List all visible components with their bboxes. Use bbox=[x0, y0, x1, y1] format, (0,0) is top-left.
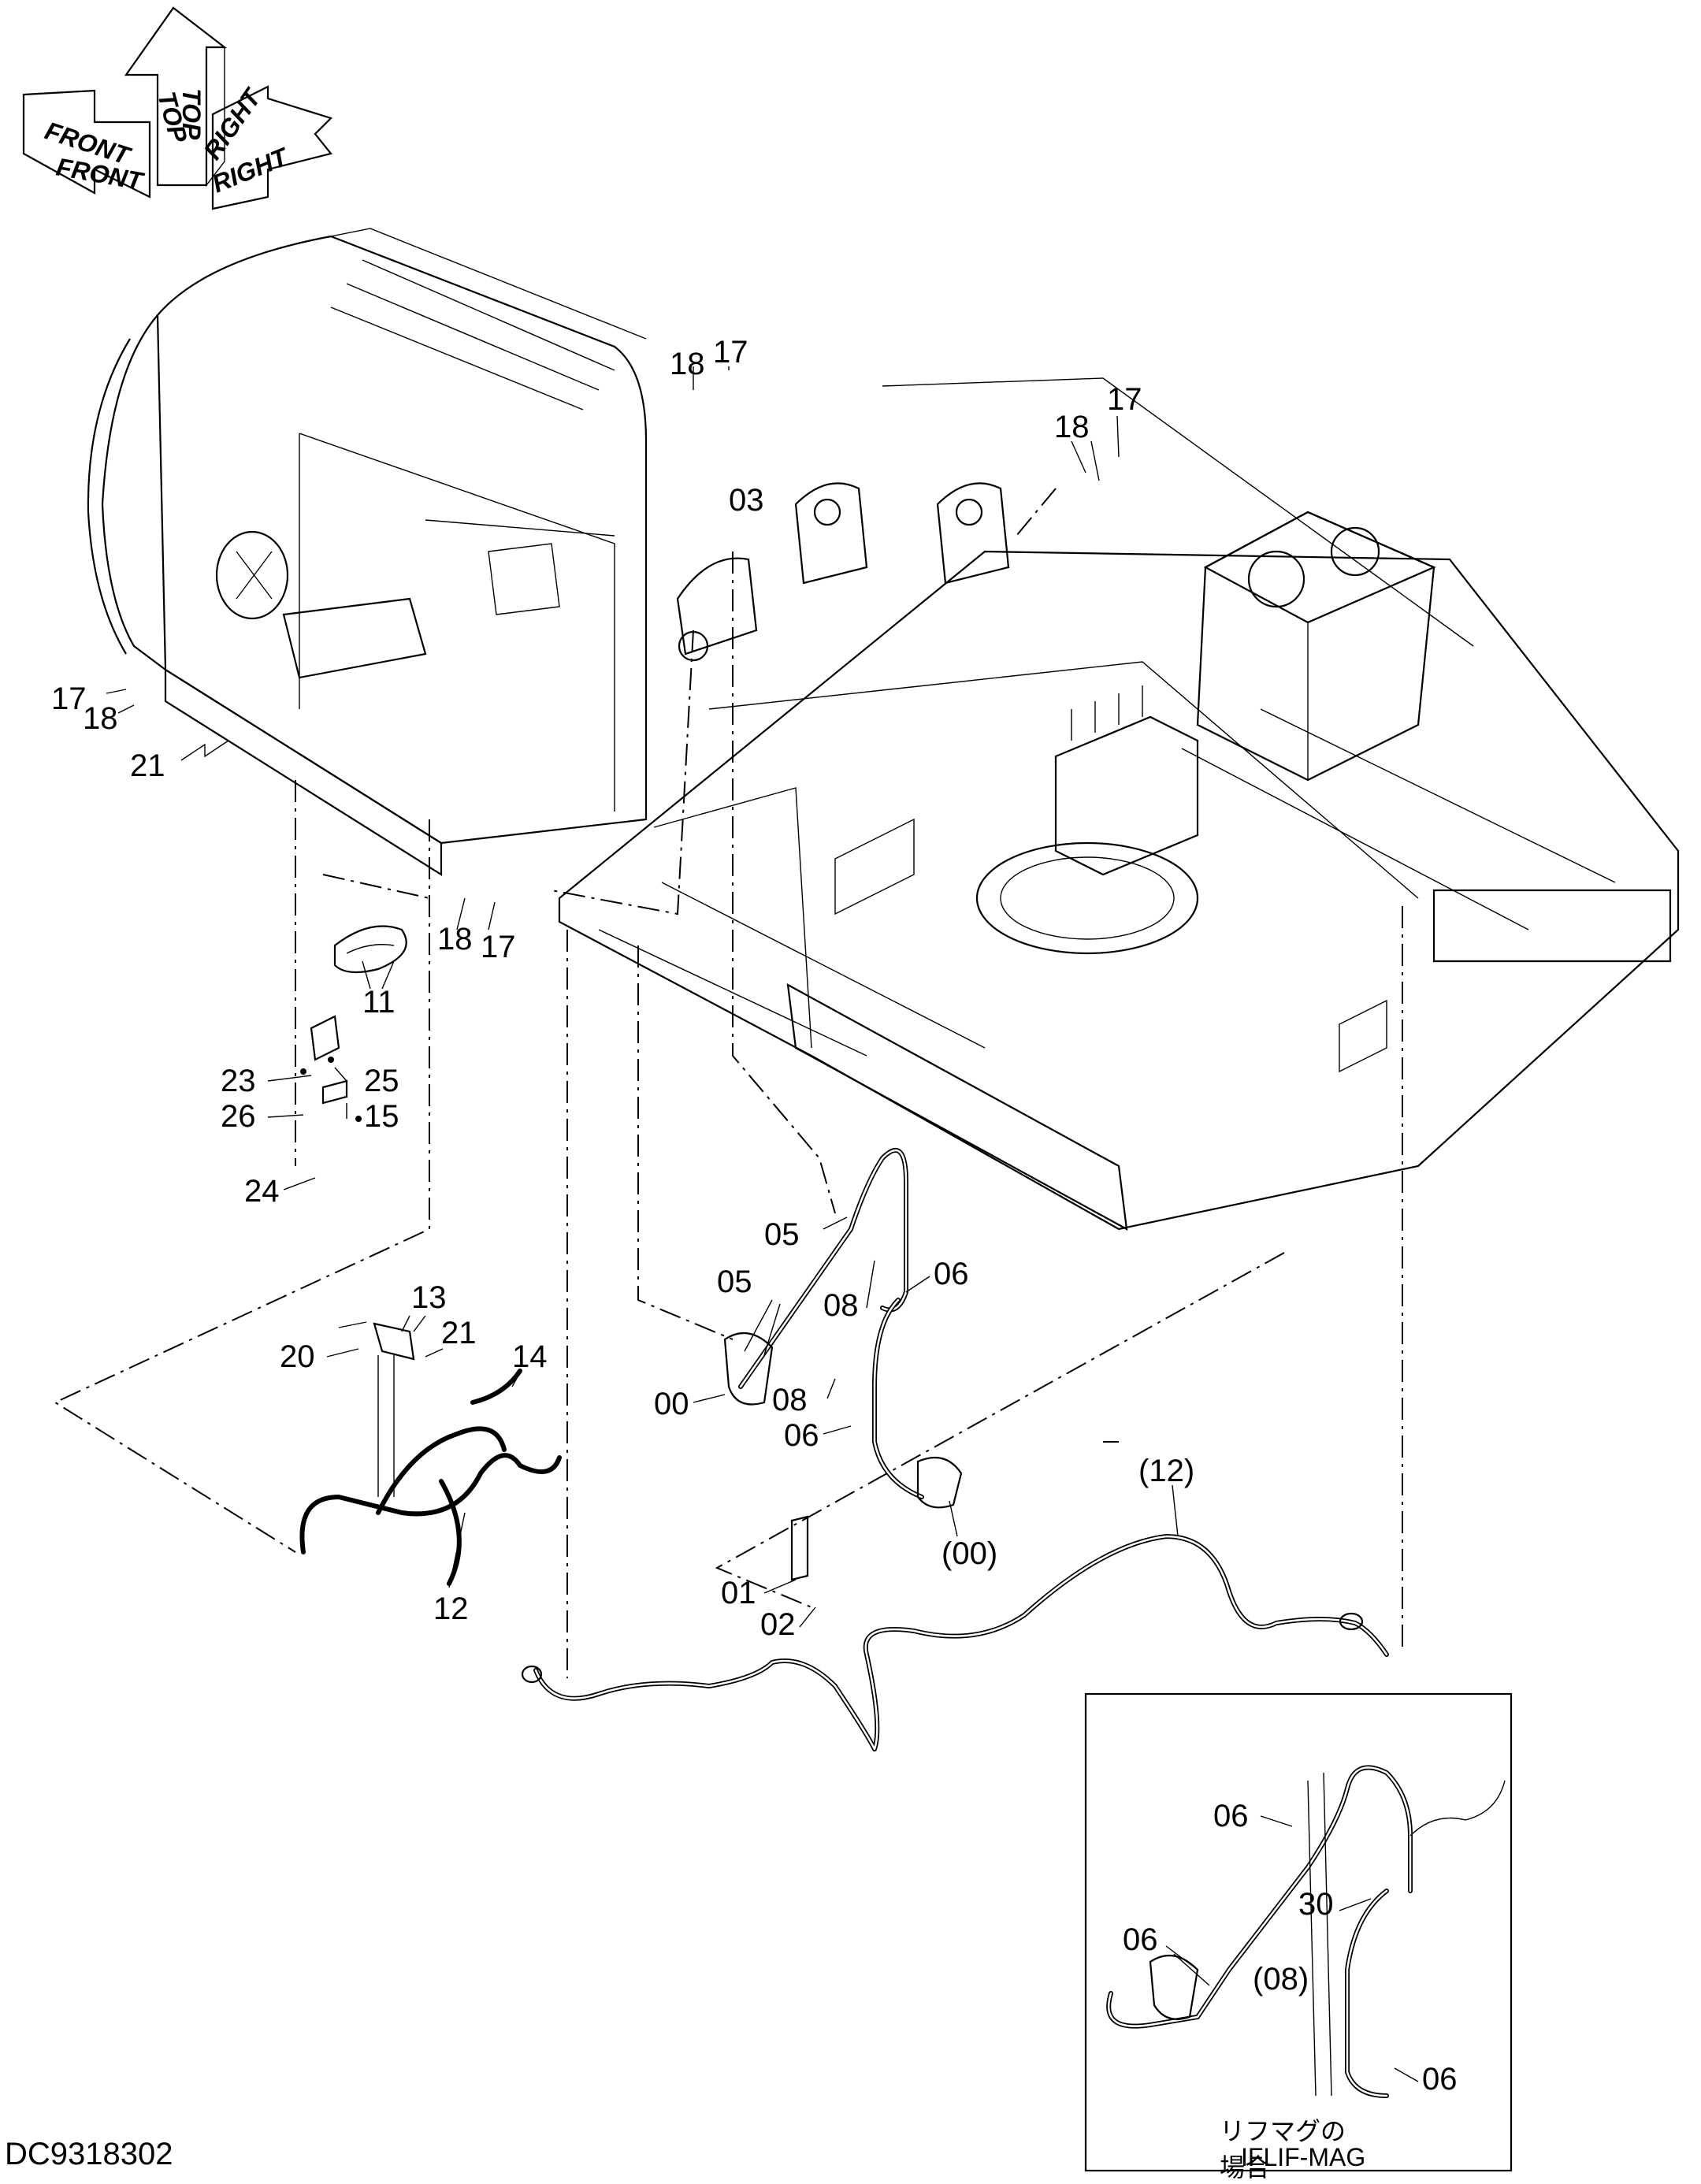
callout-06-lower: 06 bbox=[784, 1418, 819, 1453]
callout-17-cab-left: 17 bbox=[51, 682, 87, 716]
callout-01: 01 bbox=[721, 1576, 756, 1610]
callout-05-upper: 05 bbox=[764, 1217, 800, 1252]
callout-18-cab-top: 18 bbox=[670, 347, 705, 381]
callout-02: 02 bbox=[760, 1607, 796, 1642]
callout-06-upper: 06 bbox=[934, 1257, 969, 1291]
callout-labels: 18 17 18 17 17 18 03 17 18 21 11 23 25 2… bbox=[51, 335, 1458, 2097]
callout-17-frame-top: 17 bbox=[1107, 382, 1142, 417]
inset-callout-06-top: 06 bbox=[1213, 1799, 1249, 1833]
inset-callout-30: 30 bbox=[1298, 1887, 1334, 1922]
callout-17-cab-bottom: 17 bbox=[481, 930, 516, 964]
callout-23: 23 bbox=[221, 1064, 256, 1098]
revolving-frame bbox=[558, 377, 1680, 1231]
callout-25: 25 bbox=[364, 1064, 399, 1098]
callout-(12): (12) bbox=[1138, 1454, 1194, 1488]
callout-13: 13 bbox=[411, 1280, 447, 1315]
cab-assembly bbox=[87, 228, 648, 876]
callout-08-lower: 08 bbox=[772, 1383, 808, 1417]
main-harness-(12) bbox=[521, 1534, 1389, 1751]
callout-00: 00 bbox=[654, 1387, 689, 1421]
callout-leaders bbox=[106, 366, 1419, 2082]
inset-callout-06-mid: 06 bbox=[1123, 1922, 1158, 1957]
callout-11: 11 bbox=[362, 985, 396, 1020]
top-label-top: TOP bbox=[177, 88, 206, 140]
callout-18-cab-bottom: 18 bbox=[437, 922, 473, 956]
callout-20: 20 bbox=[280, 1339, 315, 1374]
orientation-arrows-icon: FRONT FRONT TOP TOP RIGHT RIGHT bbox=[22, 6, 333, 210]
leader-lines bbox=[53, 488, 1403, 1678]
callout-21-harness: 21 bbox=[441, 1316, 477, 1350]
front-harness-12 bbox=[299, 1321, 562, 1586]
boom-harness-05-08 bbox=[723, 1148, 963, 1581]
part-11-clamp bbox=[333, 925, 407, 974]
callout-24: 24 bbox=[244, 1174, 280, 1209]
callout-05-lower: 05 bbox=[717, 1265, 752, 1299]
callout-26: 26 bbox=[221, 1099, 256, 1134]
callout-12: 12 bbox=[433, 1592, 469, 1626]
drawing-number: DC9318302 bbox=[5, 2137, 173, 2171]
inset-callout-06-bottom: 06 bbox=[1422, 2062, 1458, 2097]
callout-03: 03 bbox=[729, 483, 764, 518]
inset-callout-(08): (08) bbox=[1253, 1962, 1309, 1996]
inset-caption-english: IFLIF-MAG bbox=[1241, 2143, 1366, 2171]
callout-17-cab-top: 17 bbox=[713, 335, 748, 370]
callout-18-frame-top: 18 bbox=[1054, 410, 1090, 444]
inset-caption-japanese: リフマグの場合 bbox=[1220, 2117, 1346, 2182]
callout-15: 15 bbox=[364, 1099, 399, 1134]
callout-08-upper: 08 bbox=[823, 1288, 859, 1323]
callout-(00): (00) bbox=[941, 1536, 997, 1571]
callout-21-cab: 21 bbox=[130, 748, 165, 783]
callout-14: 14 bbox=[512, 1339, 548, 1374]
bracket-group-23-26 bbox=[300, 1015, 362, 1122]
front-label-bottom: FRONT bbox=[54, 152, 147, 195]
inset-detail-box bbox=[1084, 1692, 1513, 2172]
callout-18-cab-left: 18 bbox=[83, 701, 118, 736]
